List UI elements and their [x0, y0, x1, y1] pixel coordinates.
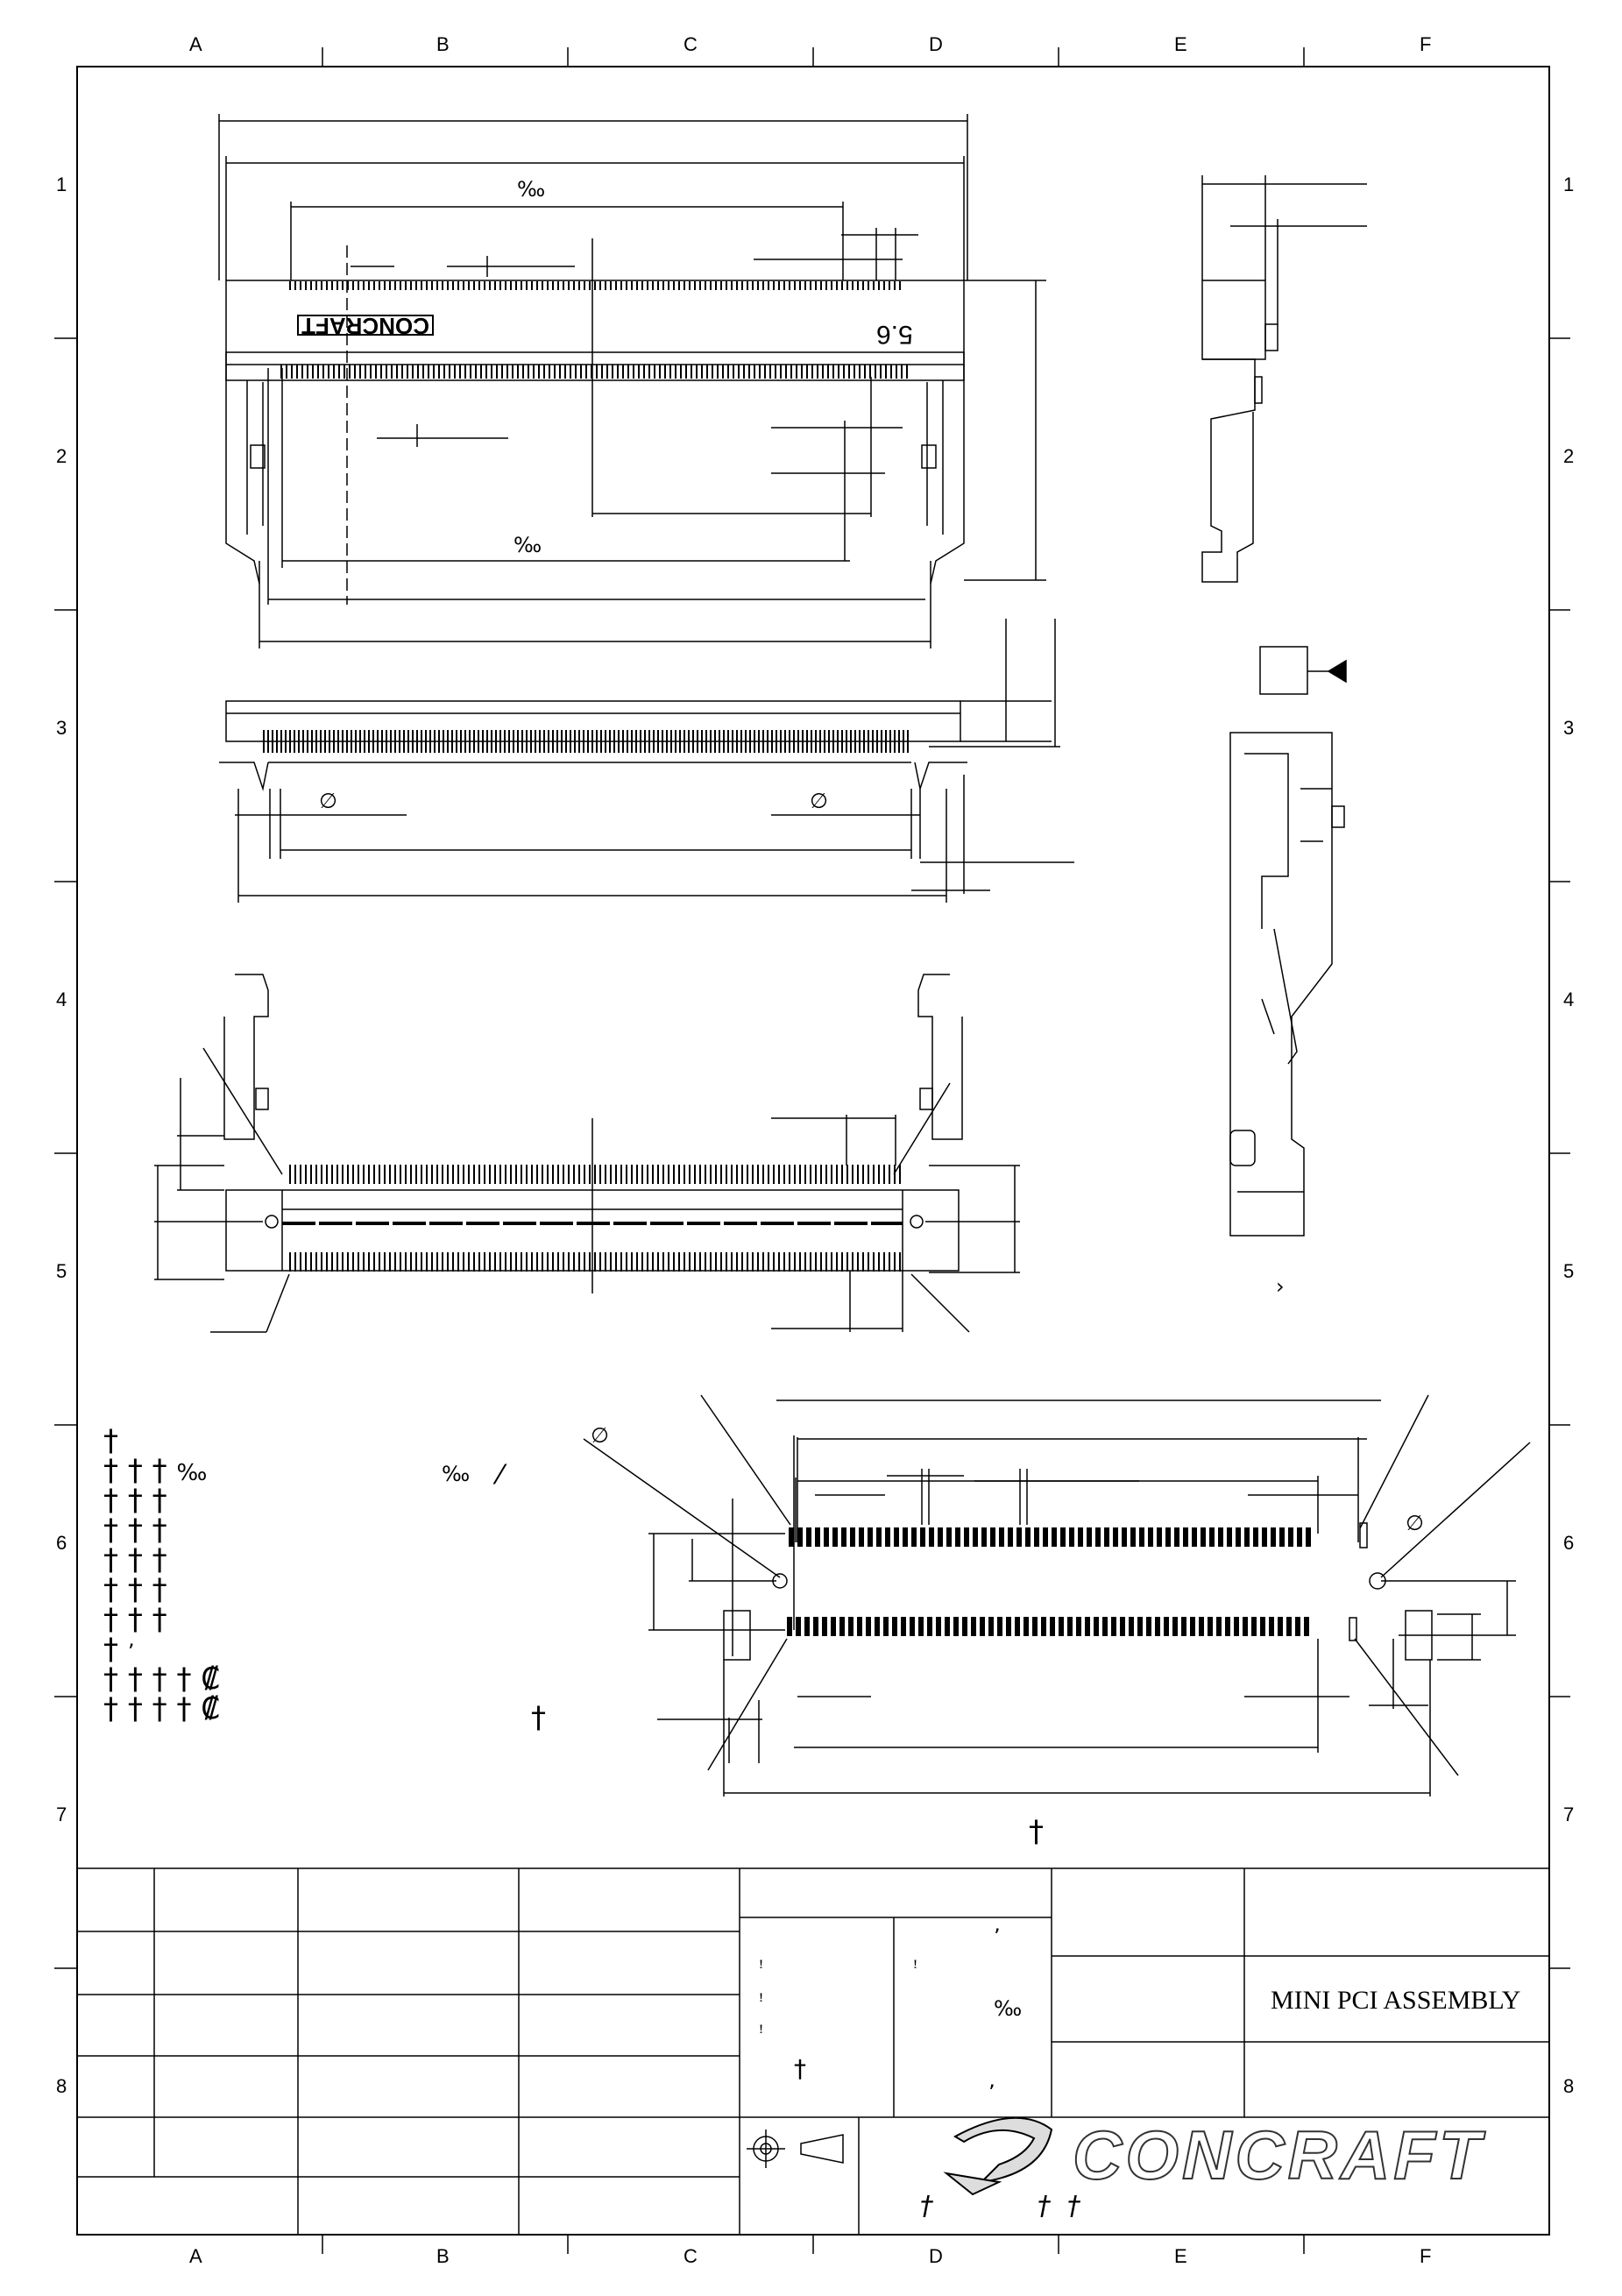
top-view: [218, 114, 1046, 648]
zone-row-8-right: 8: [1563, 2075, 1575, 2097]
side-view: [1201, 175, 1367, 583]
zone-row-5-left: 5: [56, 1260, 67, 1282]
note-dagger-loose: †: [531, 1700, 546, 1735]
zone-col-e-top: E: [1174, 33, 1187, 55]
zone-col-a-top: A: [189, 33, 202, 55]
part-brand-marking: CONCRAFT: [301, 313, 429, 339]
tb-comma-1: ʼ: [994, 1924, 1001, 1949]
note-row-3: † † †: [103, 1483, 167, 1518]
zone-col-a-bottom: A: [189, 2245, 202, 2267]
zone-row-7-right: 7: [1563, 1803, 1575, 1825]
zone-col-c-bottom: C: [684, 2245, 698, 2267]
pcb-dagger: †: [1029, 1814, 1044, 1849]
bottom-view: [154, 974, 1020, 1333]
tb-comma-2: ʼ: [988, 2080, 995, 2105]
zone-row-3-right: 3: [1563, 717, 1575, 739]
tb-dagger-bottom-3: †: [1067, 2191, 1080, 2222]
zone-col-d-top: D: [929, 33, 943, 55]
note-row-4: † † †: [103, 1513, 167, 1548]
zone-col-f-bottom: F: [1420, 2245, 1432, 2267]
note-row-8: † ʼ: [103, 1632, 135, 1667]
zone-col-f-top: F: [1420, 33, 1432, 55]
zone-ticks: [54, 47, 1570, 2254]
zone-row-6-left: 6: [56, 1532, 67, 1554]
note-row-9: † † † † ₡: [103, 1662, 220, 1697]
tb-dagger: †: [794, 2054, 806, 2083]
zone-row-4-left: 4: [56, 989, 67, 1010]
note-row-7: † † †: [103, 1602, 167, 1637]
section-view: [1229, 646, 1347, 1237]
zone-row-6-right: 6: [1563, 1532, 1575, 1554]
zone-row-2-right: 2: [1563, 445, 1575, 467]
permille-top: ‰: [517, 177, 546, 202]
note-row-6: † † †: [103, 1572, 167, 1607]
zone-col-c-top: C: [684, 33, 698, 55]
tb-tick-1: ꜝ: [759, 1961, 764, 1979]
zone-col-b-top: B: [436, 33, 450, 55]
tb-permille: ‰: [994, 1996, 1023, 2021]
tb-tick-4: ꜝ: [913, 1961, 918, 1979]
drawing-title: MINI PCI ASSEMBLY: [1271, 1986, 1521, 2015]
permille-mid: ‰: [514, 533, 542, 557]
note-slash: ⁄: [498, 1460, 503, 1491]
diameter-right: ∅: [810, 789, 828, 813]
tb-tick-3: ꜝ: [759, 2026, 764, 2044]
zone-col-d-bottom: D: [929, 2245, 943, 2267]
note-permille-right: ‰: [442, 1462, 471, 1486]
projection-symbol: [747, 2129, 844, 2168]
tb-dagger-bottom-2: †: [1038, 2191, 1051, 2222]
note-row-2: † † † ‰: [103, 1453, 208, 1488]
note-row-10: † † † † ₡: [103, 1691, 220, 1726]
zone-row-3-left: 3: [56, 717, 67, 739]
note-row-5: † † †: [103, 1542, 167, 1577]
front-view: [219, 619, 1074, 903]
zone-row-2-left: 2: [56, 445, 67, 467]
diameter-left: ∅: [319, 789, 337, 813]
title-block-grid: [77, 1867, 1549, 2235]
company-logo-mark: [943, 2116, 1053, 2196]
note-row-1: †: [103, 1423, 118, 1458]
zone-row-1-right: 1: [1563, 174, 1575, 195]
zone-row-8-left: 8: [56, 2075, 67, 2097]
company-name: CONCRAFT: [1072, 2115, 1484, 2194]
zone-row-4-right: 4: [1563, 989, 1575, 1010]
pin-number-marking: 5.6: [876, 320, 913, 349]
tb-tick-2: ꜝ: [759, 1995, 764, 2012]
tb-dagger-bottom-1: †: [920, 2191, 933, 2222]
zone-row-5-right: 5: [1563, 1260, 1575, 1282]
diameter-pcb-left: ∅: [591, 1423, 609, 1448]
zone-row-7-left: 7: [56, 1803, 67, 1825]
pcb-layout: [583, 1394, 1531, 1796]
section-chevron: ›: [1276, 1274, 1285, 1299]
zone-col-b-bottom: B: [436, 2245, 450, 2267]
zone-col-e-bottom: E: [1174, 2245, 1187, 2267]
diameter-pcb-right: ∅: [1406, 1511, 1424, 1535]
zone-row-1-left: 1: [56, 174, 67, 195]
